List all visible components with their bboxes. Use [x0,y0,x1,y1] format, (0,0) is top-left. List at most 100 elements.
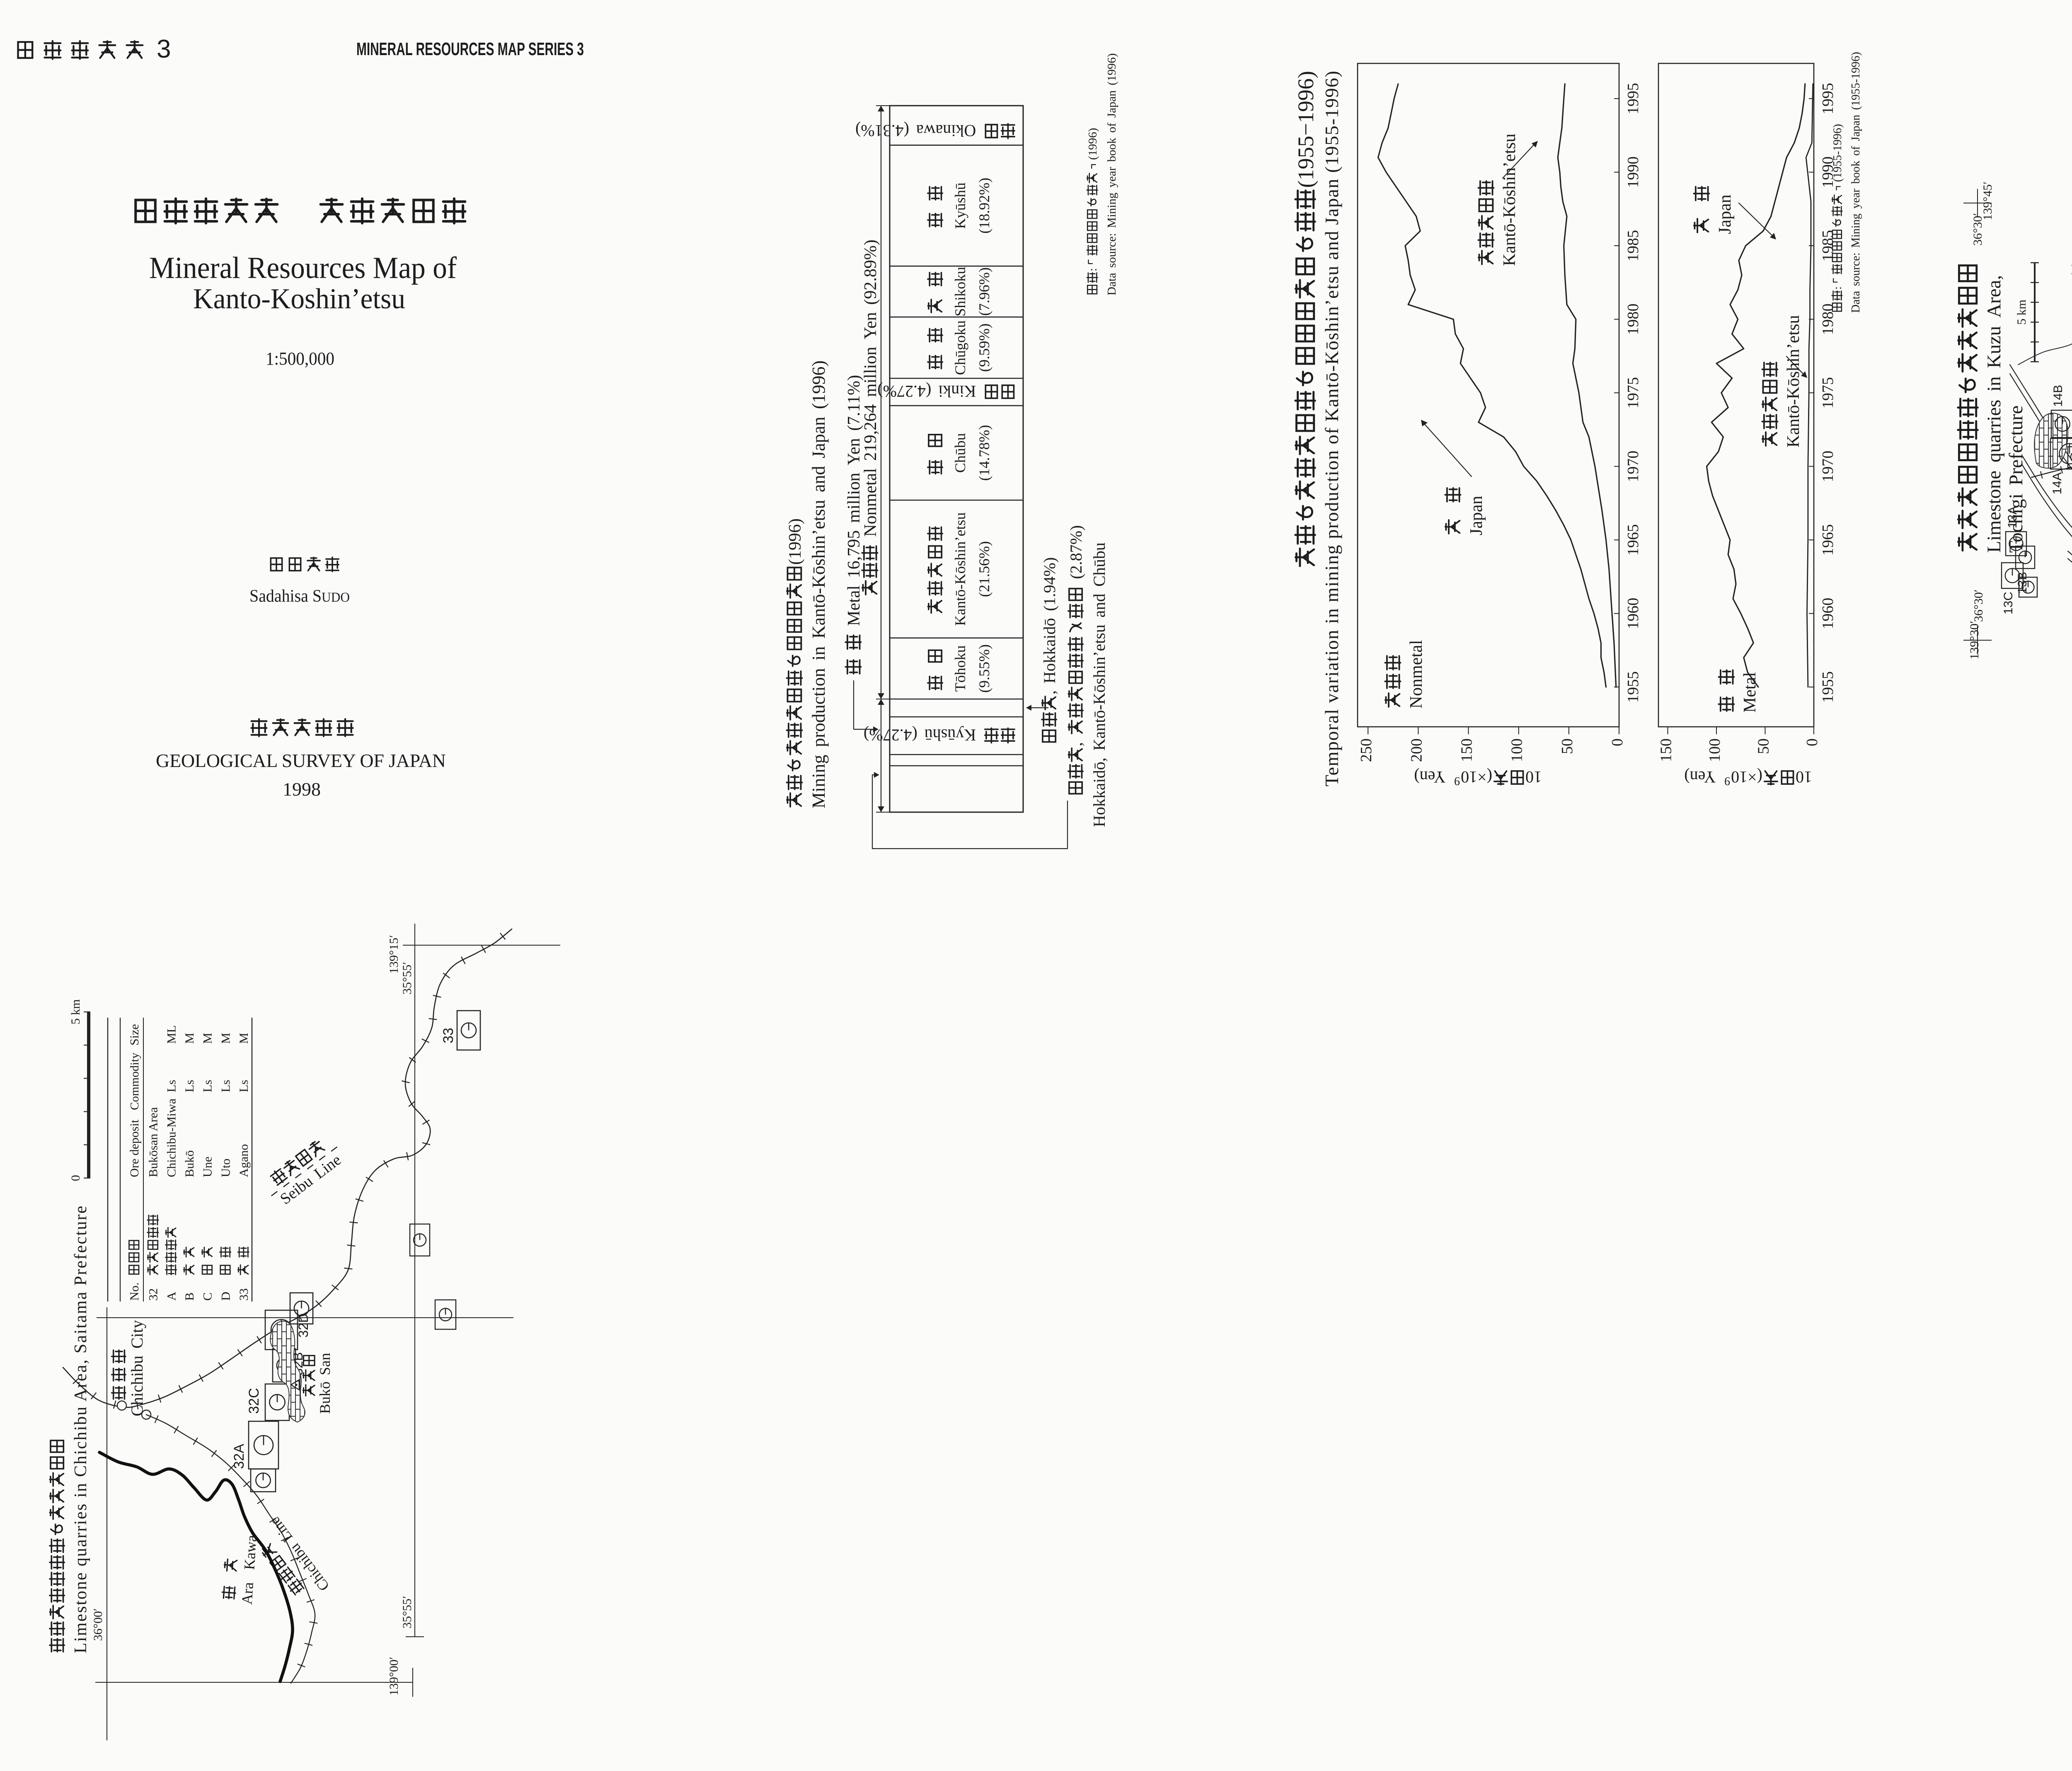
svg-text:Mining: Mining [1849,213,1862,248]
svg-text:Ls: Ls [183,1080,196,1092]
svg-text:Japan: Japan [1467,496,1486,535]
svg-text:Data: Data [1849,291,1862,313]
svg-text:1995: 1995 [1819,83,1837,114]
svg-text:Limestone: Limestone [1983,471,2005,553]
svg-text:13A: 13A [2006,506,2019,528]
svg-text:Kinki: Kinki [938,382,976,401]
svg-text:50: 50 [1755,738,1772,754]
svg-text:Metal: Metal [1740,672,1760,713]
svg-text:Kyūshū: Kyūshū [925,726,976,745]
svg-text:source:: source: [1105,233,1118,268]
svg-text:Area,: Area, [1983,275,2005,318]
svg-text:(1996): (1996) [808,360,829,409]
svg-text:(92.89%): (92.89%) [861,240,880,305]
svg-text:Kantō-Kōshin’etsu: Kantō-Kōshin’etsu [1500,133,1519,266]
svg-text:Kawa: Kawa [241,1534,260,1570]
svg-text:book: book [1105,138,1118,162]
svg-text:Chichibu: Chichibu [128,1355,146,1416]
svg-text:Nonmetal: Nonmetal [861,468,880,537]
svg-text:Kantō-Kōshin’etsu: Kantō-Kōshin’etsu [952,512,968,626]
svg-text:(4.27%): (4.27%) [864,726,917,745]
svg-text:Japan: Japan [808,417,829,458]
svg-text:Chichibu-Miwa: Chichibu-Miwa [165,1098,178,1177]
svg-text:Temporal variation in mining p: Temporal variation in mining production … [1321,71,1342,786]
svg-text:1980: 1980 [1624,304,1642,335]
svg-text:No.: No. [128,1282,141,1301]
svg-text:1970: 1970 [1624,451,1642,482]
svg-text:14B: 14B [2051,385,2065,407]
svg-text:(×10: (×10 [1731,768,1762,786]
svg-text:1960: 1960 [1624,598,1642,629]
svg-text:219,264: 219,264 [861,404,880,461]
svg-text:year: year [1849,189,1862,209]
svg-text:1955: 1955 [1624,671,1642,703]
svg-text:Japan: Japan [1849,115,1862,141]
svg-text:5 km: 5 km [69,999,82,1025]
svg-text::: : [1831,286,1844,290]
svg-text:Ls: Ls [201,1080,215,1092]
svg-text:1980: 1980 [1819,304,1837,335]
svg-text:A: A [165,1292,178,1301]
svg-text:Japan: Japan [1105,90,1118,118]
svg-text:Yen): Yen) [1684,768,1716,786]
svg-text:1990: 1990 [1819,157,1837,188]
svg-text:36°00′: 36°00′ [91,1608,105,1641]
svg-text:year: year [1105,167,1118,187]
svg-text:Ls: Ls [237,1080,251,1092]
svg-text:1990: 1990 [1624,157,1642,188]
svg-text:book: book [1849,161,1862,184]
svg-text:Ls: Ls [165,1080,178,1092]
svg-text:B: B [183,1292,196,1301]
svg-text:GEOLOGICAL SURVEY OF JAPAN: GEOLOGICAL SURVEY OF JAPAN [156,750,446,771]
svg-text:Mineral Resources Map of: Mineral Resources Map of [149,251,457,285]
svg-text:13B: 13B [2016,572,2029,594]
svg-text:Limestone quarries in Chichibu: Limestone quarries in Chichibu Area, Sai… [71,1206,90,1653]
svg-text:Agano: Agano [237,1144,251,1177]
svg-text:32D: 32D [296,1313,311,1338]
svg-text:Sadahisa SUDO: Sadahisa SUDO [249,587,350,606]
svg-text:(1955-1996): (1955-1996) [1849,52,1862,110]
svg-text:1:500,000: 1:500,000 [266,348,334,369]
svg-text:(9.59%): (9.59%) [976,324,992,372]
svg-text:Kantō-Kōshin’etsu: Kantō-Kōshin’etsu [1090,624,1109,750]
svg-text:,: , [1040,690,1059,694]
svg-text:1975: 1975 [1819,377,1837,409]
svg-text:million: million [861,347,880,397]
svg-text:Kyūshū: Kyūshū [952,182,968,229]
svg-text:M: M [201,1033,215,1044]
svg-text:Kantō-Kōshin’etsu: Kantō-Kōshin’etsu [808,500,829,639]
svg-text:16,795: 16,795 [845,530,864,578]
svg-text:(1955−1996): (1955−1996) [1293,71,1318,188]
svg-text:13C: 13C [2002,592,2015,615]
svg-text:(1996): (1996) [786,518,805,565]
svg-text:Uto: Uto [219,1159,232,1177]
svg-text:33: 33 [237,1288,251,1301]
svg-text:35°55′: 35°55′ [400,1596,414,1628]
svg-text:C: C [201,1292,215,1301]
svg-text:MINERAL RESOURCES MAP SERIES 3: MINERAL RESOURCES MAP SERIES 3 [356,39,584,59]
svg-text:(1996): (1996) [1105,53,1118,85]
svg-text:Bukō: Bukō [317,1381,333,1414]
svg-text:36°30′: 36°30′ [1972,589,1985,622]
svg-text:ML: ML [165,1025,178,1044]
svg-text:(×10: (×10 [1461,768,1492,786]
svg-text:10: 10 [1796,768,1812,786]
svg-text:M: M [237,1033,251,1044]
svg-text:1970: 1970 [1819,451,1837,482]
svg-text:50: 50 [1559,738,1576,754]
svg-text:(21.56%): (21.56%) [976,541,992,597]
svg-text:1985: 1985 [1624,230,1642,261]
svg-text:(1.94%): (1.94%) [1040,557,1059,611]
svg-text:(1955-1996): (1955-1996) [1831,124,1844,182]
svg-text:(18.92%): (18.92%) [976,178,992,234]
svg-text:million: million [845,473,864,523]
svg-text:Prefecture: Prefecture [2005,405,2027,485]
svg-text:200: 200 [1408,738,1425,762]
svg-text:Bukōsan Area: Bukōsan Area [147,1107,160,1177]
svg-text:quarries: quarries [1983,400,2005,462]
svg-text:(9.55%): (9.55%) [976,644,992,693]
svg-text:Okinawa: Okinawa [916,121,976,140]
svg-text:Ls: Ls [219,1080,232,1092]
svg-text:City: City [128,1320,146,1349]
svg-text:Chūbu: Chūbu [952,433,968,473]
